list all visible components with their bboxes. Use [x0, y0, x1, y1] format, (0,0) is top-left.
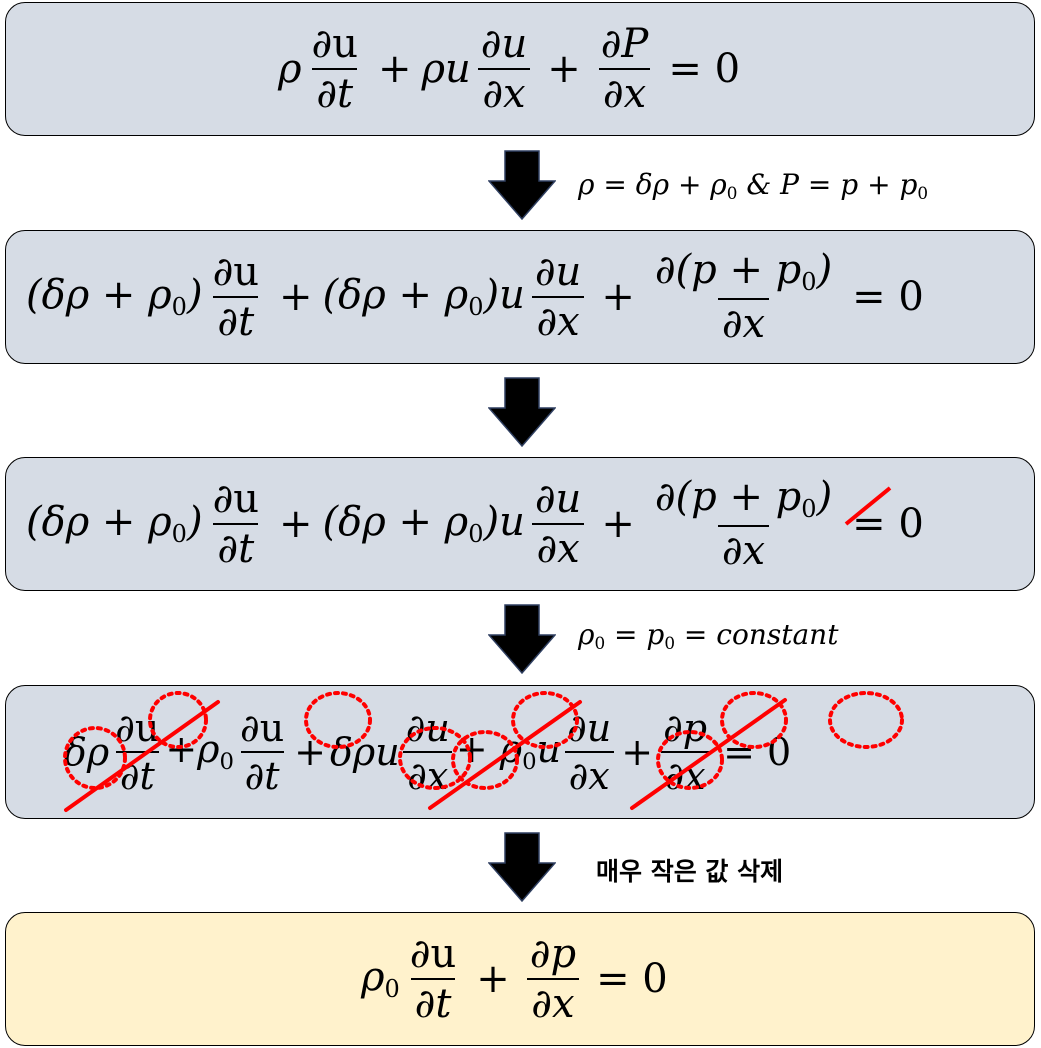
du-dt-fraction: ∂u ∂t — [240, 706, 285, 798]
equation-box-1: ρ ∂u ∂t + ρu ∂u ∂x + ∂P ∂x = 0 — [5, 2, 1035, 136]
rho0-symbol: ρ0 — [361, 953, 400, 1004]
equals-zero: = 0 — [852, 501, 924, 547]
plus-rho0-u: + ρ0u — [455, 727, 562, 776]
down-arrow-icon — [488, 832, 556, 902]
plus-rho0: +ρ0 — [165, 727, 235, 776]
constant-note: ρ0 = p0 = constant — [578, 618, 839, 654]
coefficient-1: (δρ + ρ0) — [26, 498, 203, 549]
linearized-equation: ρ0 ∂u ∂t + ∂p ∂x = 0 — [361, 931, 668, 1027]
equals-zero: = 0 — [723, 730, 792, 774]
final-equation-box: ρ0 ∂u ∂t + ∂p ∂x = 0 — [5, 912, 1035, 1046]
delta-rho-u-coefficient: δρu — [330, 730, 400, 774]
du-dx-fraction: ∂u ∂x — [402, 709, 454, 795]
coefficient-1: (δρ + ρ0) — [26, 271, 203, 322]
du-dx-fraction: ∂u ∂x — [477, 24, 531, 114]
du-dt-fraction: ∂u ∂t — [212, 476, 260, 572]
du-dx-fraction: ∂u ∂x — [531, 479, 585, 569]
dp-dx-fraction: ∂(p + p0) ∂x — [654, 473, 833, 575]
substitution-note: ρ = δρ + ρ0 & P = p + p0 — [578, 168, 929, 204]
rho-symbol: ρ — [278, 46, 302, 92]
coefficient-2: (δρ + ρ0)u — [322, 271, 525, 322]
dp-dx-fraction: ∂p ∂x — [526, 934, 580, 1024]
down-arrow-icon — [488, 604, 556, 674]
expanded-equation: δρ ∂u ∂t +ρ0 ∂u ∂t + δρu ∂u ∂x + ρ0u ∂u … — [64, 706, 792, 798]
equation-box-2: (δρ + ρ0) ∂u ∂t + (δρ + ρ0)u ∂u ∂x + ∂(p… — [5, 230, 1035, 364]
down-arrow-icon — [488, 150, 556, 220]
du-dt-fraction: ∂u ∂t — [311, 21, 358, 117]
momentum-equation: ρ ∂u ∂t + ρu ∂u ∂x + ∂P ∂x = 0 — [278, 21, 741, 117]
equation-box-4: δρ ∂u ∂t +ρ0 ∂u ∂t + δρu ∂u ∂x + ρ0u ∂u … — [5, 685, 1035, 819]
down-arrow-icon — [488, 377, 556, 447]
equals-zero: = 0 — [852, 274, 924, 320]
delta-rho-coefficient: δρ — [64, 730, 110, 774]
dp-dx-fraction: ∂P ∂x — [598, 21, 651, 117]
struck-p0-equation: (δρ + ρ0) ∂u ∂t + (δρ + ρ0)u ∂u ∂x + ∂(p… — [26, 473, 924, 575]
equals-zero: = 0 — [596, 956, 668, 1002]
rho-u-term: ρu — [421, 46, 471, 92]
du-dx-fraction: ∂u ∂x — [563, 709, 615, 795]
du-dt-fraction: ∂u ∂t — [409, 931, 457, 1027]
equation-box-3: (δρ + ρ0) ∂u ∂t + (δρ + ρ0)u ∂u ∂x + ∂(p… — [5, 457, 1035, 591]
substituted-equation: (δρ + ρ0) ∂u ∂t + (δρ + ρ0)u ∂u ∂x + ∂(p… — [26, 246, 924, 348]
coefficient-2: (δρ + ρ0)u — [322, 498, 525, 549]
du-dx-fraction: ∂u ∂x — [531, 252, 585, 342]
equals-zero: = 0 — [668, 46, 741, 92]
delete-small-values-note: 매우 작은 값 삭제 — [596, 857, 784, 886]
du-dt-fraction: ∂u ∂t — [115, 706, 160, 798]
du-dt-fraction: ∂u ∂t — [212, 249, 260, 345]
dp-dx-fraction: ∂(p + p0) ∂x — [654, 246, 833, 348]
dp-dx-fraction: ∂p ∂x — [659, 709, 711, 795]
